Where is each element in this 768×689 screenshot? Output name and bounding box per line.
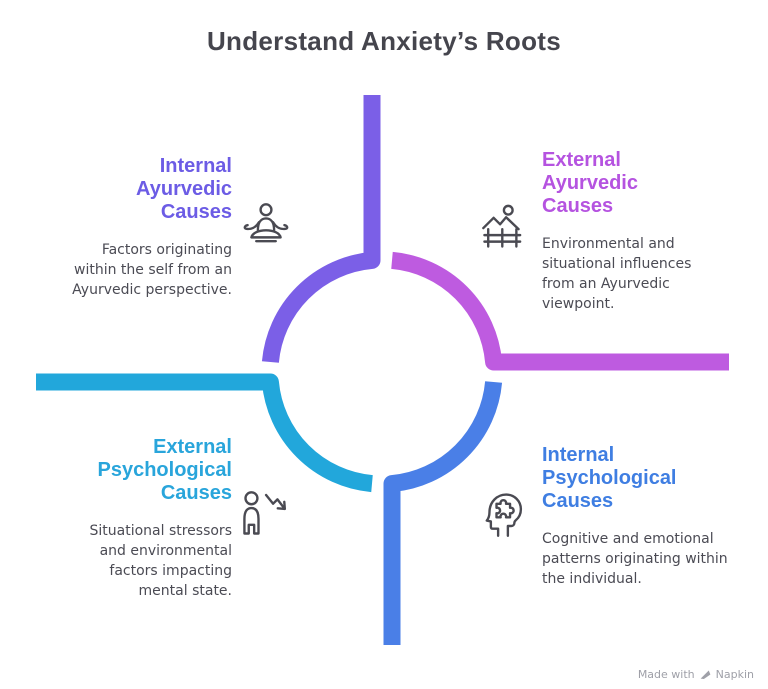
quadrant-bottom-left-heading: External Psychological Causes [97, 436, 233, 504]
napkin-pen-icon [700, 670, 711, 679]
quadrant-top-left-body: Factors originating within the self from… [72, 242, 232, 298]
quadrant-bottom-right-body: Cognitive and emotional patterns origina… [542, 531, 728, 587]
quadrant-bottom-left-body: Situational stressors and environmental … [89, 523, 232, 599]
quadrant-top-right-body: Environmental and situational influences… [542, 236, 692, 312]
quadrant-bottom-right: Internal Psychological Causes Cognitive … [542, 444, 742, 589]
top-left-arc [261, 95, 381, 363]
watermark: Made with Napkin [638, 668, 754, 681]
page-title: Understand Anxiety’s Roots [206, 26, 562, 56]
meditation-icon [240, 200, 292, 252]
quadrant-top-left-heading: Internal Ayurvedic Causes [136, 155, 232, 223]
quadrant-top-left: Internal Ayurvedic Causes Factors origin… [42, 155, 232, 300]
top-right-arc [391, 251, 729, 371]
landscape-fence-icon [479, 201, 531, 253]
watermark-brand: Napkin [715, 668, 754, 681]
quadrant-top-right-heading: External Ayurvedic Causes [542, 149, 638, 217]
person-declining-arrow-icon [239, 488, 291, 540]
bottom-right-arc [383, 381, 503, 645]
quadrant-bottom-right-heading: Internal Psychological Causes [542, 444, 677, 512]
quadrant-top-right: External Ayurvedic Causes Environmental … [542, 149, 742, 314]
bottom-left-arc [36, 373, 373, 493]
watermark-prefix: Made with [637, 668, 695, 681]
quadrant-bottom-left: External Psychological Causes Situationa… [42, 436, 232, 601]
head-puzzle-icon [477, 487, 529, 539]
